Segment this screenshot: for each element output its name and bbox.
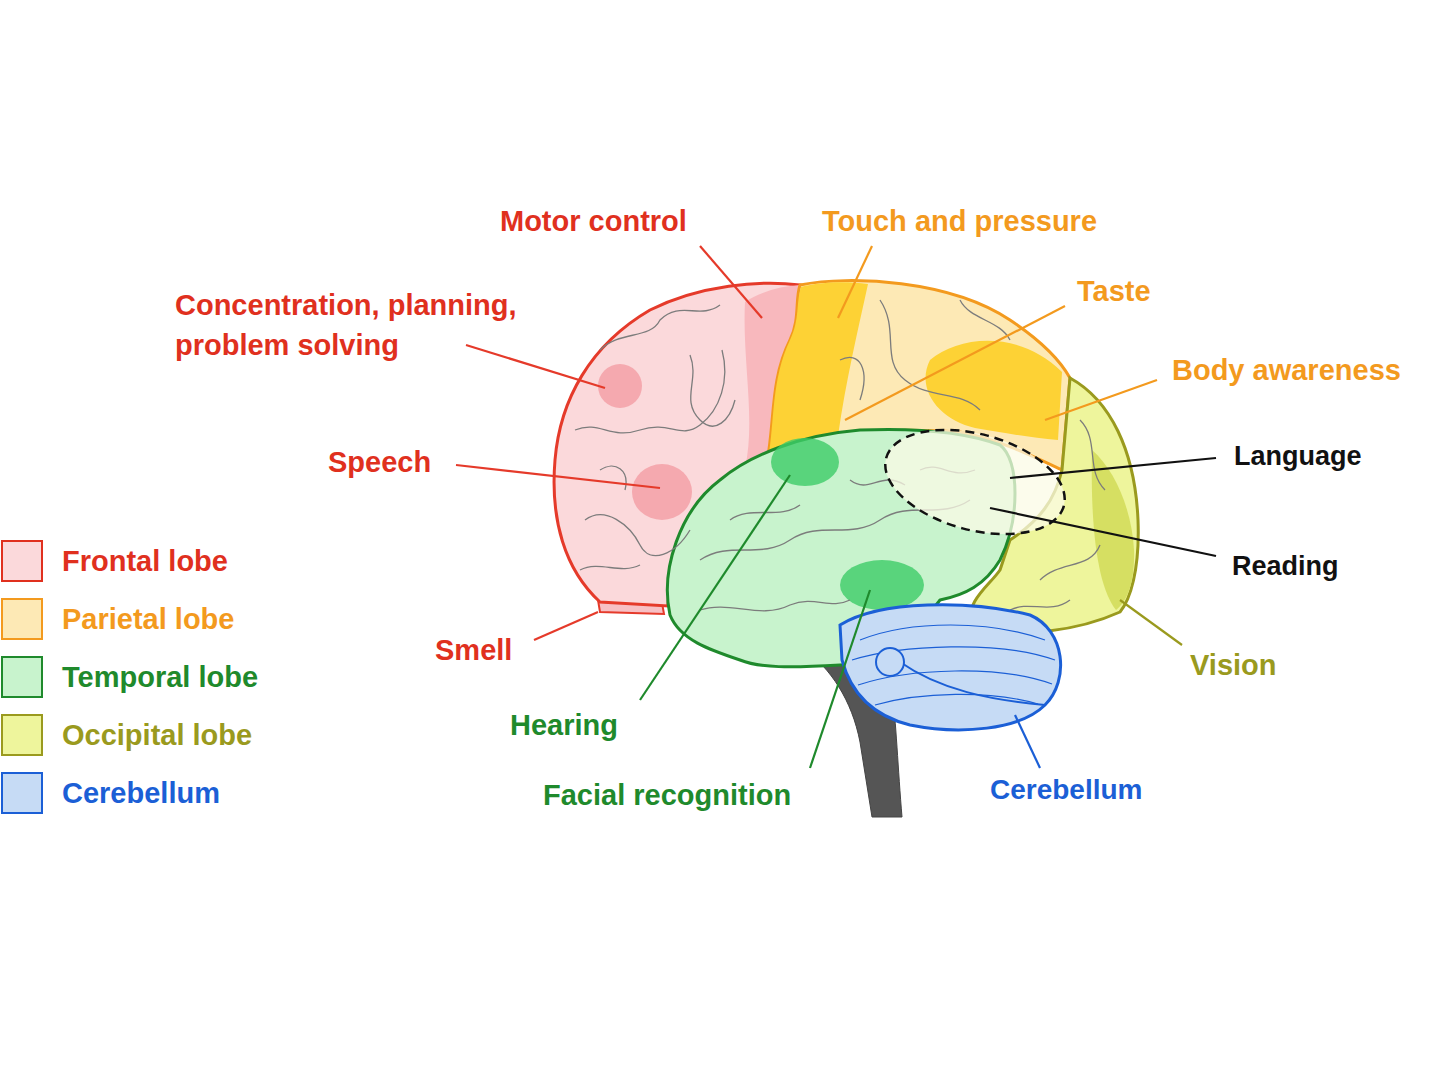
gyri-lines <box>575 300 1105 611</box>
region-label: Reading <box>1232 548 1339 584</box>
region-label: Hearing <box>510 707 618 743</box>
cerebellum-folia <box>852 625 1055 705</box>
region-label: Touch and pressure <box>822 203 1097 239</box>
region-label: Concentration, planning, problem solving <box>175 285 595 365</box>
region-label: Cerebellum <box>990 772 1143 808</box>
legend-text: Occipital lobe <box>62 717 252 753</box>
legend-text: Frontal lobe <box>62 543 228 579</box>
leader-lines <box>456 246 1216 768</box>
legend-row: Parietal lobe <box>0 598 320 644</box>
concentration-area <box>598 364 642 408</box>
legend-row: Temporal lobe <box>0 656 320 702</box>
legend-text: Parietal lobe <box>62 601 234 637</box>
hearing-area <box>771 438 839 486</box>
region-label: Smell <box>435 632 512 668</box>
cerebellum <box>840 605 1061 730</box>
legend-swatch <box>1 772 43 814</box>
region-label: Language <box>1234 438 1362 474</box>
legend-row: Occipital lobe <box>0 714 320 760</box>
body-awareness-area <box>926 341 1062 440</box>
cerebellum-nucleus <box>876 648 904 676</box>
language-zone <box>874 412 1077 552</box>
legend-swatch <box>1 656 43 698</box>
legend-swatch <box>1 714 43 756</box>
speech-area <box>632 464 692 520</box>
legend-text: Temporal lobe <box>62 659 258 695</box>
legend-row: Frontal lobe <box>0 540 320 586</box>
region-label: Motor control <box>500 203 687 239</box>
region-label: Speech <box>328 444 431 480</box>
region-label: Facial recognition <box>543 777 791 813</box>
region-label: Body awareness <box>1172 352 1401 388</box>
region-label: Vision <box>1190 647 1277 683</box>
legend-row: Cerebellum <box>0 772 320 818</box>
legend-swatch <box>1 540 43 582</box>
legend-text: Cerebellum <box>62 775 220 811</box>
facial-recognition-area <box>840 560 924 610</box>
region-label: Taste <box>1077 273 1151 309</box>
legend-swatch <box>1 598 43 640</box>
